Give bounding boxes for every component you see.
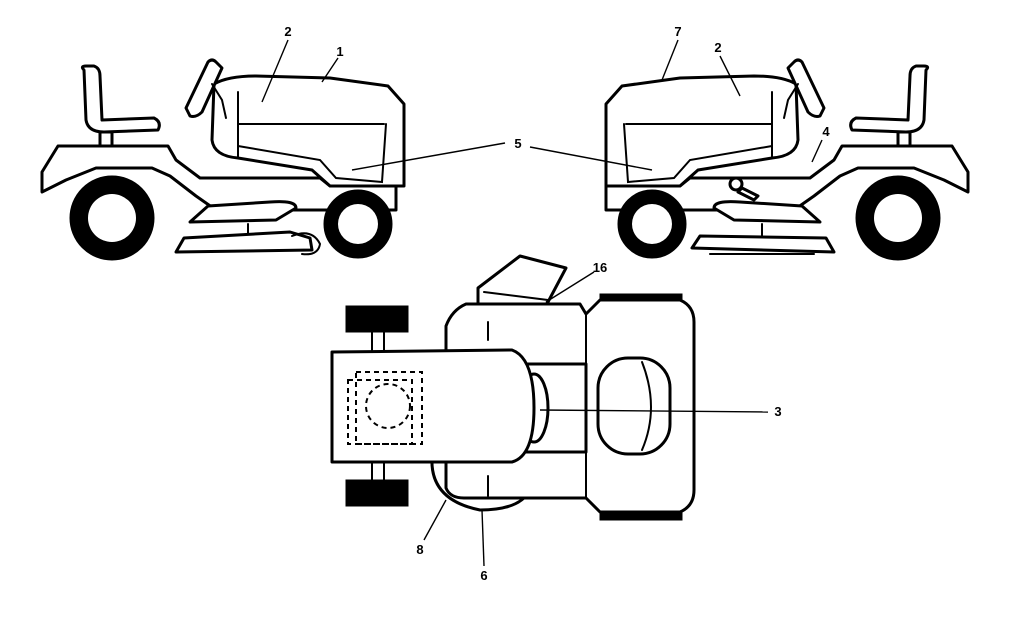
callout-2-right: 2 (714, 40, 721, 55)
callout-5: 5 (514, 136, 521, 151)
leader-lines (261, 39, 823, 567)
lift-lever (728, 176, 760, 202)
tractor-right-side-view (604, 58, 970, 261)
rear-wheel-left (69, 175, 155, 261)
callout-1: 1 (336, 44, 343, 59)
callout-4: 4 (822, 124, 830, 139)
hood-top (330, 348, 536, 464)
steering-wheel-right (786, 58, 826, 118)
seat-left (80, 64, 161, 148)
fender-right (604, 144, 970, 212)
mower-deck-left (174, 230, 314, 254)
callouts: 2 1 5 7 2 4 16 3 8 6 (284, 24, 830, 583)
mower-deck-right (690, 234, 836, 254)
callout-8: 8 (416, 542, 423, 557)
callout-2-left: 2 (284, 24, 291, 39)
front-tire-top (345, 305, 409, 333)
seat-top (596, 356, 672, 456)
callout-7: 7 (674, 24, 681, 39)
callout-16: 16 (593, 260, 607, 275)
seat-right (849, 64, 930, 148)
engine-outline (355, 371, 423, 445)
steering-wheel-left (184, 58, 224, 118)
rear-wheel-right (855, 175, 941, 261)
hood-right (604, 74, 800, 188)
callout-6: 6 (480, 568, 487, 583)
fender-left (40, 144, 398, 212)
tractor-left-side-view (40, 58, 406, 261)
tractor-top-view (330, 254, 696, 521)
front-tire-bottom (345, 479, 409, 507)
front-wheel-right (617, 189, 687, 259)
front-wheel-left (323, 189, 393, 259)
callout-3: 3 (774, 404, 781, 419)
hood-left (210, 74, 406, 188)
